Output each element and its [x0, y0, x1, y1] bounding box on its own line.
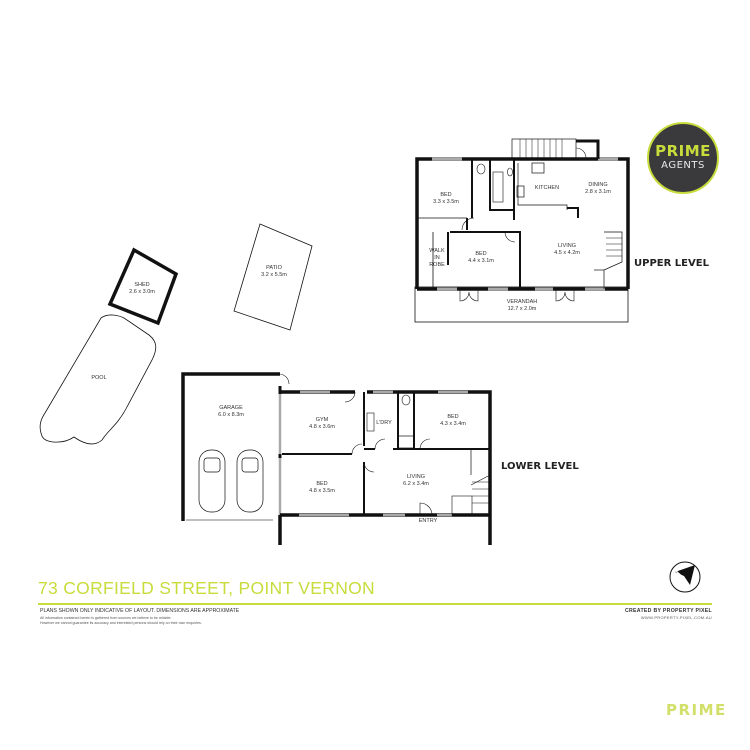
layout-disclaimer: PLANS SHOWN ONLY INDICATIVE OF LAYOUT. D…: [40, 608, 240, 614]
room-label-entry: ENTRY: [418, 518, 438, 524]
lower-level-plan: [181, 372, 492, 545]
logo-agents-text: AGENTS: [661, 160, 705, 171]
property-address: 73 CORFIELD STREET, POINT VERNON: [38, 578, 375, 598]
upper-level-label: UPPER LEVEL: [634, 258, 709, 269]
room-label-kitchen: KITCHEN: [534, 185, 560, 191]
logo-prime-text: PRIME: [655, 142, 711, 160]
outdoor-structures: [39, 223, 313, 445]
upper-level-plan: [414, 138, 630, 323]
lower-level-label: LOWER LEVEL: [501, 461, 579, 472]
footer-prime-wordmark: PRIME: [666, 701, 727, 719]
compass-icon: [669, 561, 701, 593]
footer-divider: [38, 603, 712, 605]
room-label-pool: POOL: [91, 375, 107, 381]
accuracy-disclaimer-line-1: All information contained herein is gath…: [40, 616, 172, 620]
accuracy-disclaimer-line-2: However we cannot guarantee its accuracy…: [40, 621, 202, 625]
creator-credit: CREATED BY PROPERTY PIXEL: [624, 608, 712, 614]
prime-agents-logo: PRIME AGENTS: [647, 122, 719, 194]
room-label-walk-in-robe: WALK IN ROBE: [429, 248, 445, 268]
creator-url: WWW.PROPERTY-PIXEL.COM.AU: [640, 615, 712, 620]
room-label-laundry: L'DRY: [376, 420, 392, 426]
